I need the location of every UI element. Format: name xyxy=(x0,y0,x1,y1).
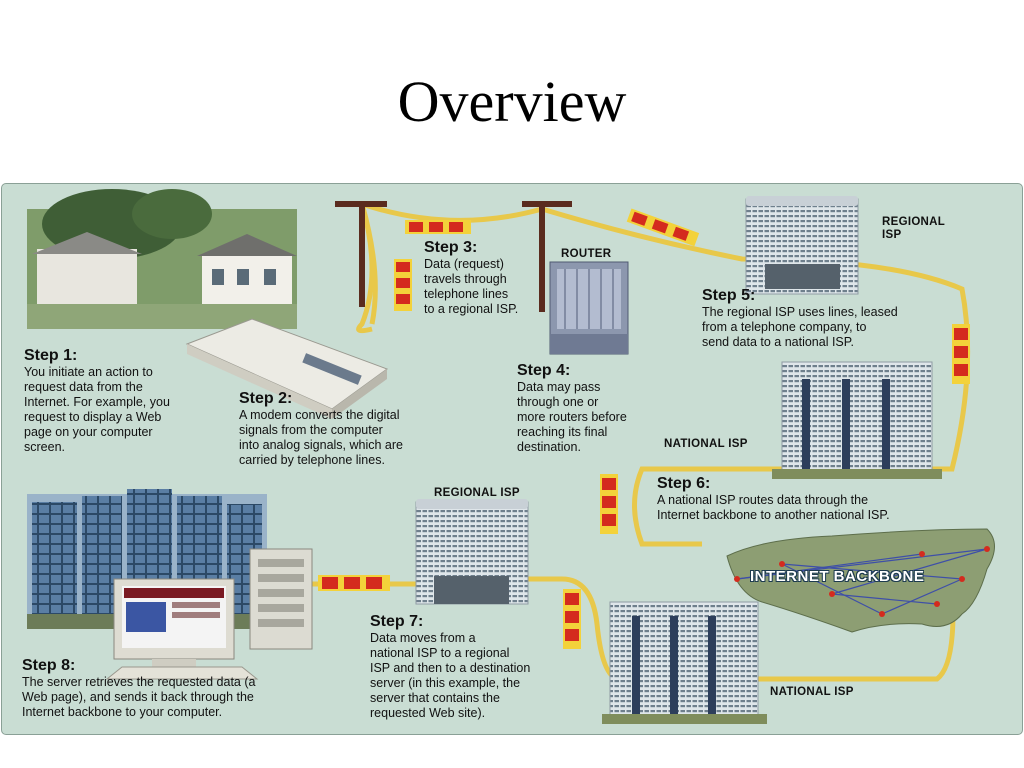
data-packet-group-7 xyxy=(563,589,581,649)
house-photo xyxy=(27,189,297,329)
step-7-title: Step 7: xyxy=(370,613,424,630)
diagram-panel: ROUTER REGIONAL ISP NATIONAL ISP REGIONA… xyxy=(1,183,1023,735)
step-8-text: The server retrieves the requested data … xyxy=(22,675,256,719)
telephone-wire-left xyxy=(356,203,375,334)
step-5-title: Step 5: xyxy=(702,287,756,304)
step-5-text: The regional ISP uses lines, leased from… xyxy=(702,305,898,349)
step-6-text: A national ISP routes data through the I… xyxy=(657,493,890,522)
modem-illustration xyxy=(185,318,389,419)
regional-isp-bottom-label: REGIONAL ISP xyxy=(434,487,520,499)
data-packet-group-4 xyxy=(952,324,970,384)
data-packet-group-5 xyxy=(600,474,618,534)
step-8-title: Step 8: xyxy=(22,657,76,674)
national-isp-building-lower xyxy=(602,601,767,724)
step-4: Step 4: Data may pass through one or mor… xyxy=(517,361,627,455)
telephone-pole-2 xyxy=(522,201,572,312)
server-tower-illustration xyxy=(249,548,313,650)
step-7-text: Data moves from a national ISP to a regi… xyxy=(370,631,531,720)
national-isp-building-upper xyxy=(772,361,942,479)
step-1-text: You initiate an action to request data f… xyxy=(24,365,170,454)
step-8: Step 8: The server retrieves the request… xyxy=(22,656,255,720)
step-7: Step 7: Data moves from a national ISP t… xyxy=(370,612,530,721)
step-1: Step 1: You initiate an action to reques… xyxy=(24,346,170,455)
data-packet-group-2 xyxy=(394,259,412,311)
step-2-text: A modem converts the digital signals fro… xyxy=(239,408,403,467)
regional-isp-building-bottom xyxy=(415,499,529,605)
slide-title: Overview xyxy=(397,69,627,134)
data-packet-group-6 xyxy=(318,575,390,591)
step-4-title: Step 4: xyxy=(517,362,571,379)
data-packet-group-1 xyxy=(405,220,471,234)
telephone-pole-1 xyxy=(335,201,387,307)
national-isp-upper-label: NATIONAL ISP xyxy=(664,438,748,450)
national-isp-lower-label: NATIONAL ISP xyxy=(770,686,854,698)
step-2: Step 2: A modem converts the digital sig… xyxy=(239,389,403,468)
data-packet-group-3 xyxy=(626,208,700,247)
us-map xyxy=(726,528,995,633)
step-3: Step 3: Data (request) travels through t… xyxy=(424,238,518,317)
step-4-text: Data may pass through one or more router… xyxy=(517,380,627,454)
router-illustration xyxy=(549,261,629,355)
step-3-text: Data (request) travels through telephone… xyxy=(424,257,519,316)
step-6: Step 6: A national ISP routes data throu… xyxy=(657,474,890,523)
computer-illustration xyxy=(105,578,259,680)
regional-isp-building-top xyxy=(745,196,859,295)
step-3-title: Step 3: xyxy=(424,239,478,256)
diagram-illustration xyxy=(27,189,995,724)
internet-backbone-label: INTERNET BACKBONE xyxy=(750,568,925,585)
regional-isp-top-label: REGIONAL ISP xyxy=(882,216,946,241)
router-label: ROUTER xyxy=(561,248,612,260)
step-6-title: Step 6: xyxy=(657,475,711,492)
step-5: Step 5: The regional ISP uses lines, lea… xyxy=(702,286,898,350)
step-2-title: Step 2: xyxy=(239,390,293,407)
step-1-title: Step 1: xyxy=(24,347,78,364)
